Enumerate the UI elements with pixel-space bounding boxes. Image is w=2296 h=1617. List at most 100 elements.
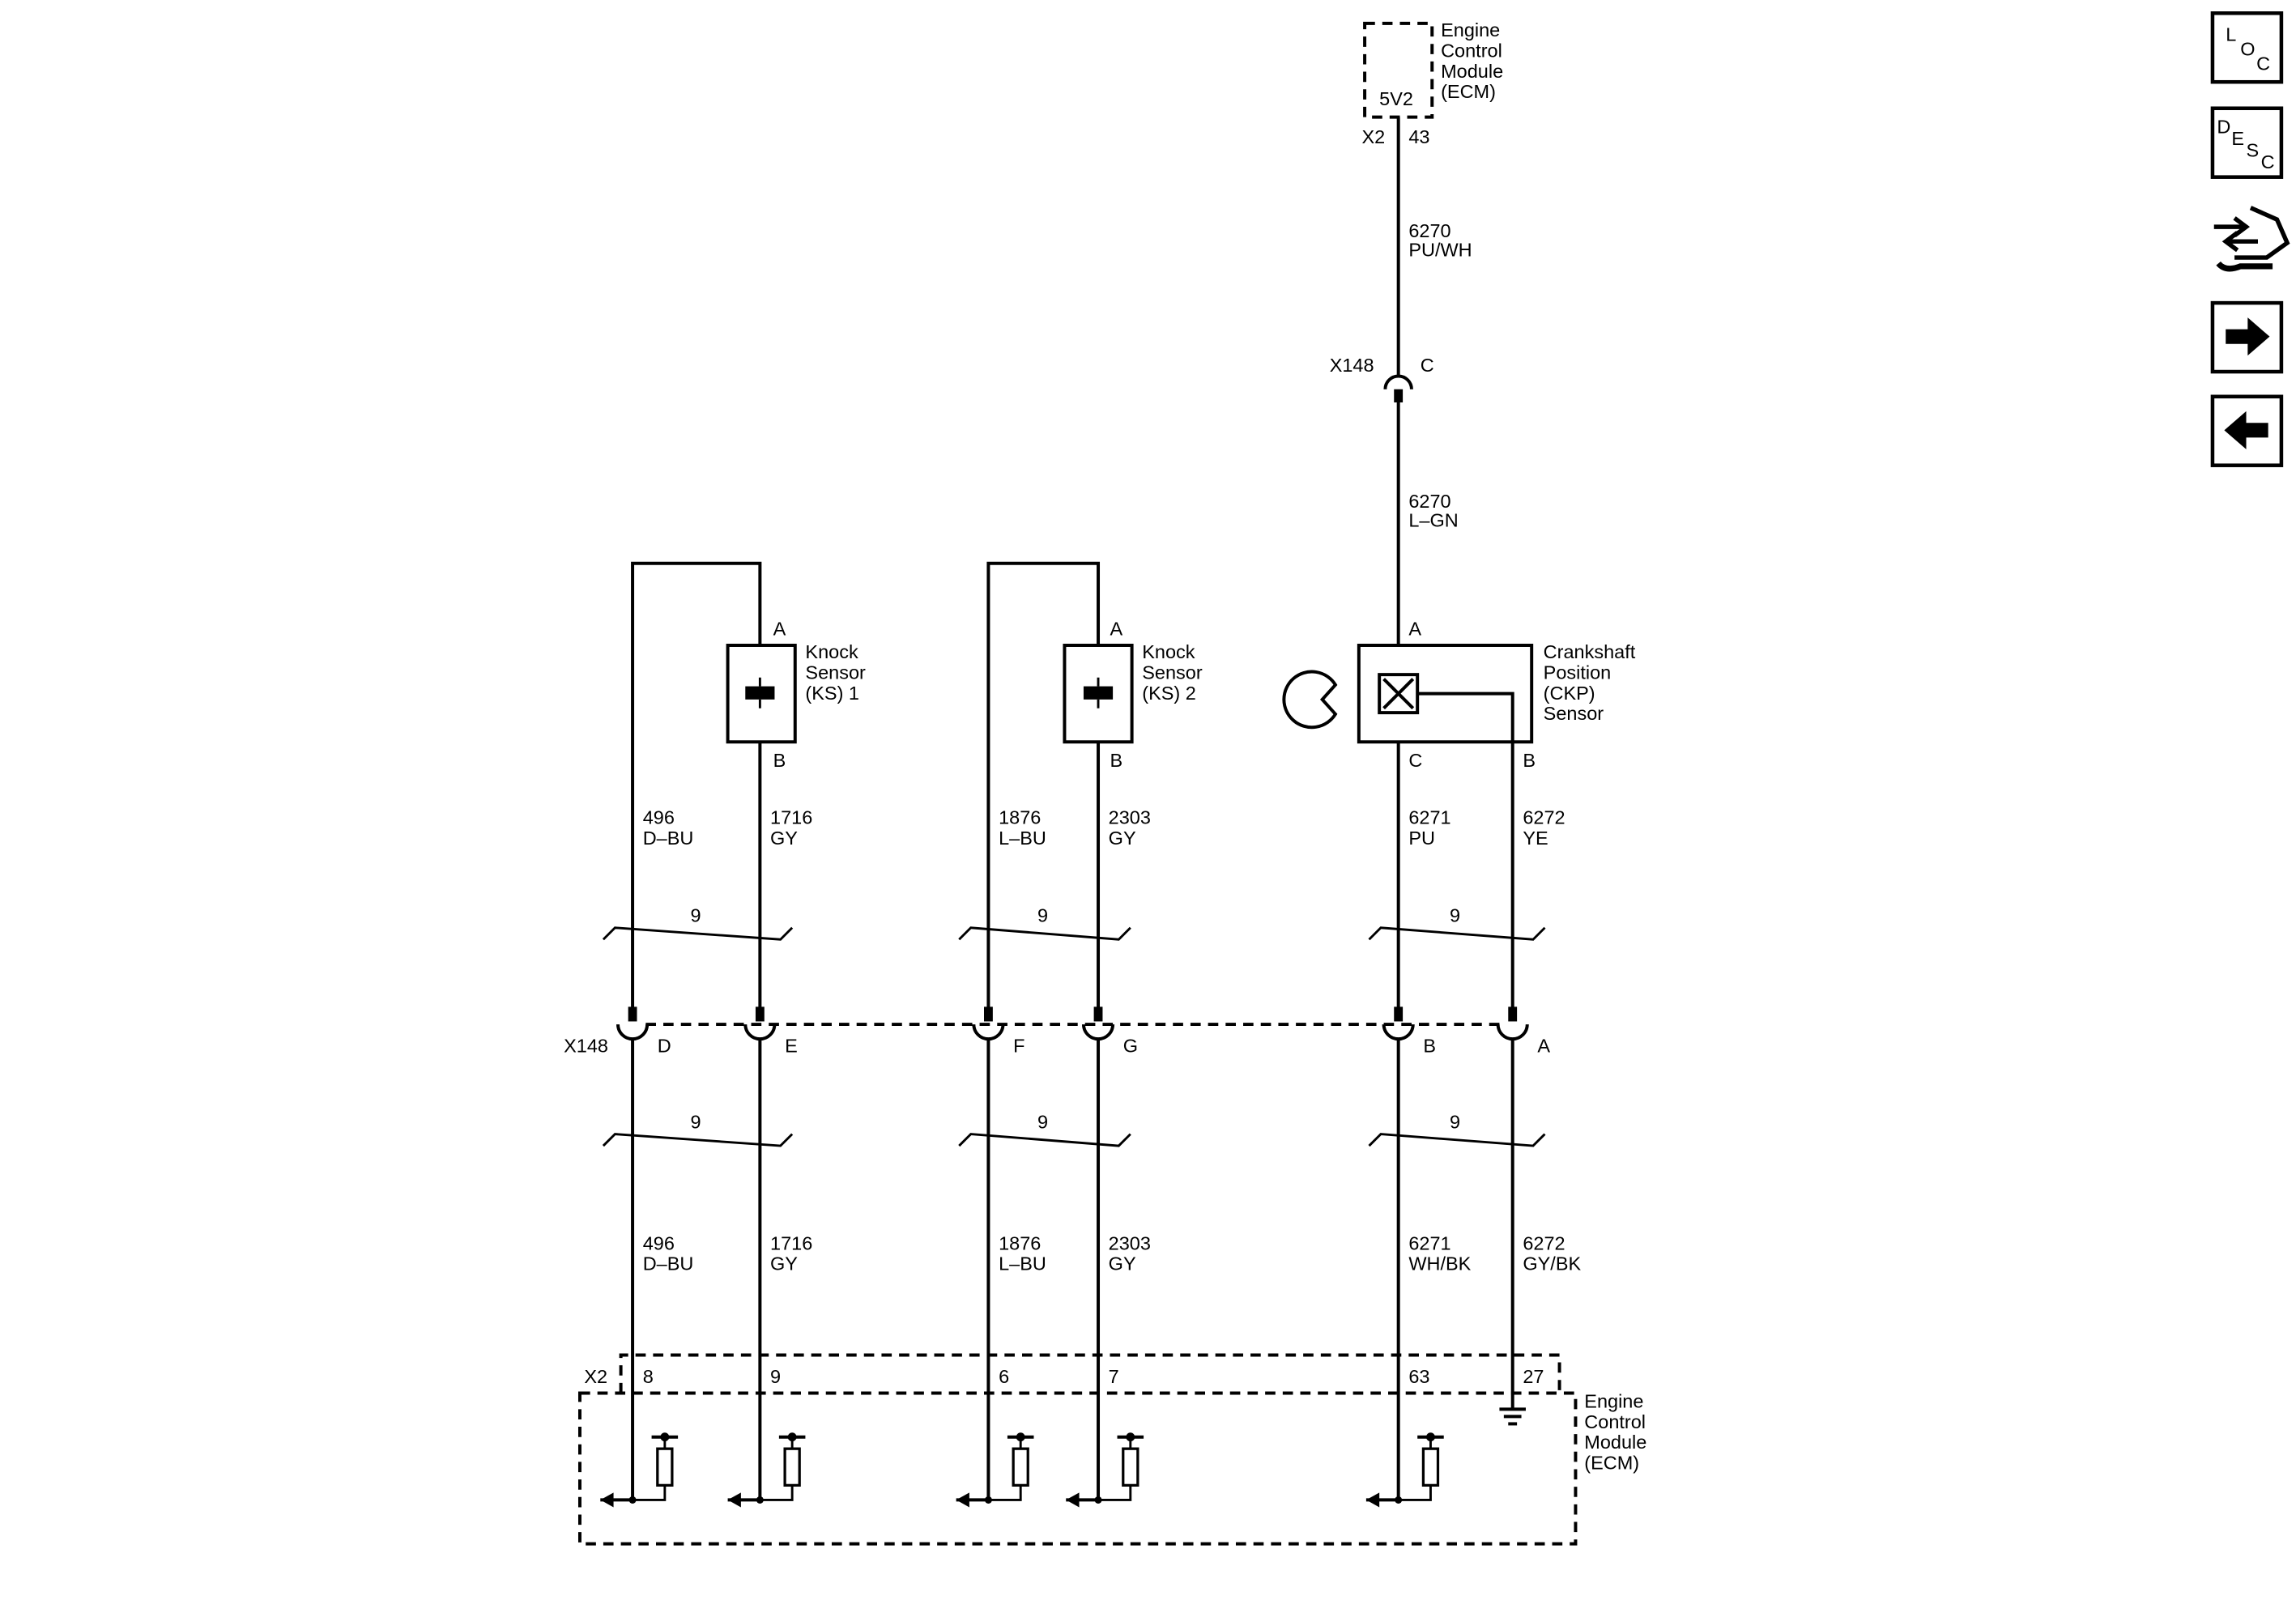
- ks2-piezo-element: [1083, 686, 1114, 700]
- description-view-button[interactable]: D E S C: [2210, 106, 2284, 179]
- twisted-pair-marker: 9: [958, 1111, 1131, 1147]
- twisted-pair-marker: 9: [602, 1111, 794, 1147]
- inline-pin-label: G: [1123, 1035, 1138, 1056]
- ecm-input-arrow-icon: [1365, 1492, 1380, 1508]
- wire-lower-circuit: 496: [643, 1232, 675, 1253]
- inline-pin-label: A: [1537, 1035, 1550, 1056]
- ckp-pin-c: C: [1408, 750, 1422, 771]
- nav-buttons: L O C D E S C: [2210, 11, 2290, 467]
- ecm-bottom-connector-outline: [619, 1353, 1561, 1394]
- loc-letter-o: O: [2240, 39, 2255, 60]
- connector-view-button[interactable]: [2213, 206, 2290, 272]
- ecm-resistor-lead-bottom: [760, 1485, 794, 1501]
- ecm-top-pin: 43: [1408, 126, 1429, 147]
- ckp-label-2: Position: [1544, 662, 1612, 683]
- supply-upper-color: PU/WH: [1408, 239, 1472, 260]
- description-view-button-frame: [2210, 106, 2284, 179]
- ks2-label-1: Knock: [1142, 641, 1195, 662]
- ecm-junction-dot: [756, 1496, 764, 1504]
- wire-upper-color: D–BU: [643, 828, 694, 849]
- supply-lower-color: L–GN: [1408, 510, 1458, 531]
- ecm-top-label-4: (ECM): [1441, 81, 1496, 102]
- supply-wire: 6270 PU/WH X148 C 6270 L–GN: [1330, 117, 1472, 645]
- ckp-label-4: Sensor: [1544, 703, 1604, 724]
- ks2-pin-a: A: [1110, 618, 1122, 639]
- ecm-bottom-label-1: Engine: [1584, 1391, 1643, 1412]
- ecm-input-arrow-icon: [956, 1492, 969, 1508]
- supply-inline-connector: X148: [1330, 355, 1374, 376]
- ckp-sensor: A C B Crankshaft Position (CKP) Sensor: [1282, 618, 1636, 1010]
- inline-socket: [1382, 1023, 1415, 1041]
- inline-connector-x148: X148: [564, 1023, 1502, 1056]
- ecm-junction-dot: [628, 1496, 637, 1504]
- ecm-reference-node: [660, 1432, 670, 1442]
- inline-pin-label: E: [785, 1035, 798, 1056]
- wire-upper-circuit: 496: [643, 806, 675, 828]
- wire-upper-circuit: 1876: [999, 806, 1041, 828]
- ecm-reference-node: [1016, 1432, 1025, 1442]
- twisted-pair-count: 9: [1037, 905, 1048, 926]
- ecm-reference-node: [1426, 1432, 1435, 1442]
- ecm-junction-dot: [1395, 1496, 1403, 1504]
- wire-lower-circuit: 1876: [999, 1232, 1041, 1253]
- wire-lower-color: L–BU: [999, 1253, 1046, 1274]
- wire-lower-color: GY: [770, 1253, 798, 1274]
- ks1-piezo-element: [745, 686, 775, 700]
- loc-letter-c: C: [2256, 53, 2270, 74]
- ecm-top-label-2: Control: [1441, 40, 1502, 61]
- ecm-resistor-lead-bottom: [633, 1485, 667, 1501]
- supply-inline-socket: [1383, 374, 1413, 389]
- ecm-bias-resistor: [656, 1447, 674, 1487]
- ecm-pin-label: 27: [1523, 1366, 1544, 1387]
- ckp-reluctor-wheel-icon: [1282, 670, 1338, 730]
- ecm-junction-dot: [1094, 1496, 1102, 1504]
- ecm-junction-dot: [984, 1496, 992, 1504]
- twisted-pair-count: 9: [1450, 905, 1460, 926]
- ks2-pin-b: B: [1110, 750, 1122, 771]
- location-view-button[interactable]: L O C: [2210, 11, 2284, 84]
- ckp-element-cross-2: [1382, 678, 1415, 710]
- wire-lower-circuit: 2303: [1109, 1232, 1151, 1253]
- ecm-top-label-1: Engine: [1441, 19, 1500, 40]
- ecm-pin-label: 63: [1408, 1366, 1429, 1387]
- desc-letter-s: S: [2247, 139, 2260, 160]
- supply-inline-pin-mark: [1394, 389, 1404, 402]
- ecm-bias-resistor: [1122, 1447, 1139, 1487]
- ecm-pin-label: 9: [770, 1366, 781, 1387]
- ecm-resistor-lead-bottom: [1398, 1485, 1432, 1501]
- knock-sensor-1: A B Knock Sensor (KS) 1: [631, 561, 866, 1010]
- wire-lower-color: GY: [1109, 1253, 1136, 1274]
- supply-inline-pin: C: [1421, 355, 1434, 376]
- twist-slash: [958, 1133, 1131, 1147]
- ckp-label-3: (CKP): [1544, 683, 1595, 704]
- ecm-top-label-3: Module: [1441, 61, 1503, 82]
- inline-socket: [616, 1023, 650, 1041]
- ckp-pin-a: A: [1408, 618, 1421, 639]
- twist-slash: [1368, 1133, 1546, 1147]
- wire-upper-color: YE: [1523, 828, 1548, 849]
- inline-connector-name: X148: [564, 1035, 608, 1056]
- twist-slash: [958, 926, 1131, 941]
- ecm-bottom-connector: X2: [584, 1366, 607, 1387]
- wire-upper-color: L–BU: [999, 828, 1046, 849]
- ecm-reference-node: [1126, 1432, 1135, 1442]
- next-page-button[interactable]: [2210, 300, 2284, 374]
- inline-pin-label: B: [1423, 1035, 1436, 1056]
- previous-page-button[interactable]: [2210, 394, 2284, 467]
- wire-lower-circuit: 6272: [1523, 1232, 1565, 1253]
- inline-pin-mark: [984, 1006, 993, 1022]
- twisted-pair-count: 9: [1450, 1111, 1460, 1132]
- ecm-top-terminal: 5V2: [1379, 88, 1413, 109]
- desc-letter-c: C: [2261, 151, 2275, 172]
- supply-lower-circuit: 6270: [1408, 491, 1450, 512]
- desc-letter-d: D: [2217, 116, 2230, 137]
- wire-upper-color: GY: [1109, 828, 1136, 849]
- ks1-label-2: Sensor: [805, 662, 866, 683]
- wire-upper-circuit: 1716: [770, 806, 812, 828]
- ecm-input-arrow-icon: [727, 1492, 741, 1508]
- ks2-label-3: (KS) 2: [1142, 683, 1196, 704]
